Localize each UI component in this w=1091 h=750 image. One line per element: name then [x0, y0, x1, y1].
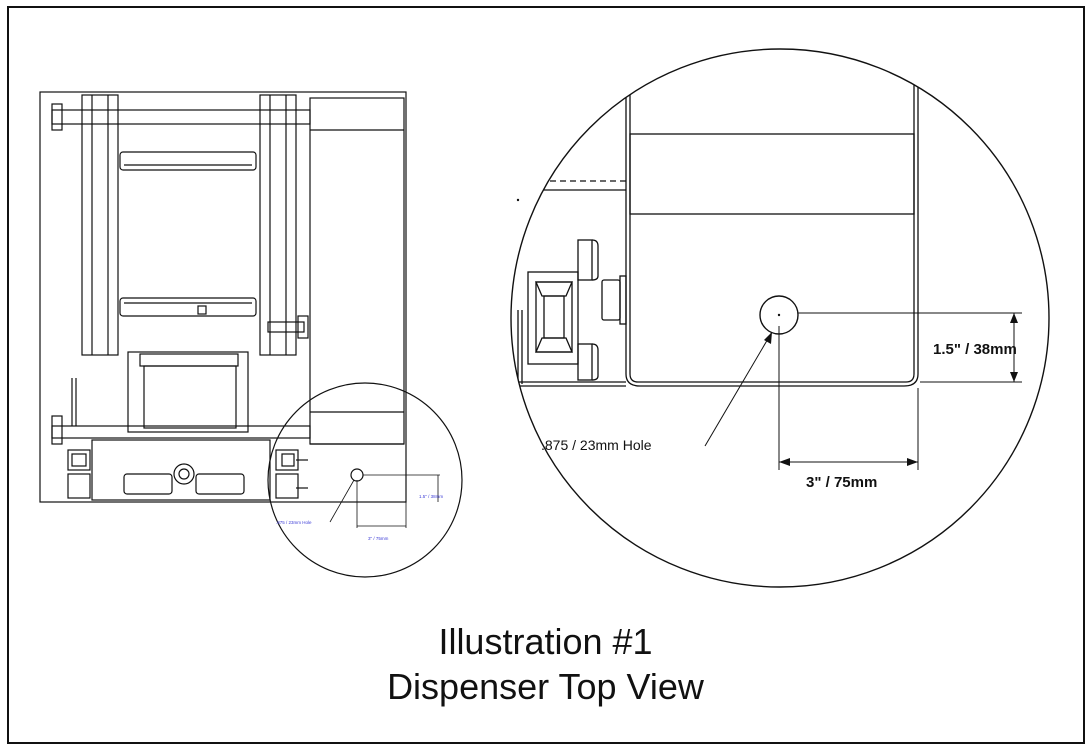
overview-horizontal-dim: 3" / 75mm [368, 536, 389, 541]
top-crossbar [51, 109, 311, 125]
lower-tray [119, 297, 257, 317]
central-bin [127, 351, 249, 433]
overview-dimension-lines [329, 474, 440, 528]
detail-hole-center [777, 313, 781, 317]
bottom-housing [91, 439, 271, 501]
upper-tray [119, 151, 257, 171]
detail-left-fitting [527, 271, 579, 365]
detail-horizontal-dim-label: 3" / 75mm [806, 474, 877, 491]
left-rail [81, 94, 119, 356]
overview-vertical-dim: 1.5" / 38mm [419, 494, 443, 499]
overview-hole-label: .875 / 23mm Hole [276, 520, 312, 525]
page-border [7, 6, 1085, 744]
detail-dimension-arrows [764, 313, 1018, 466]
detail-dimension-lines [704, 312, 1022, 470]
overview-detail-circle [267, 382, 463, 578]
detail-drawing [511, 49, 919, 387]
detail-vertical-dim-label: 1.5" / 38mm [933, 341, 1017, 358]
detail-top-panel [629, 133, 915, 215]
overview-hole [350, 468, 364, 482]
caption-title: Illustration #1 [438, 621, 653, 662]
overview-drawing [39, 91, 407, 503]
detail-stray-dot [516, 198, 520, 202]
caption-subtitle: Dispenser Top View [387, 666, 704, 707]
right-rail [259, 94, 297, 356]
detail-view-circle [510, 48, 1050, 588]
dispenser-body-outline [39, 91, 407, 503]
detail-hole-label: .875 / 23mm Hole [541, 437, 652, 453]
